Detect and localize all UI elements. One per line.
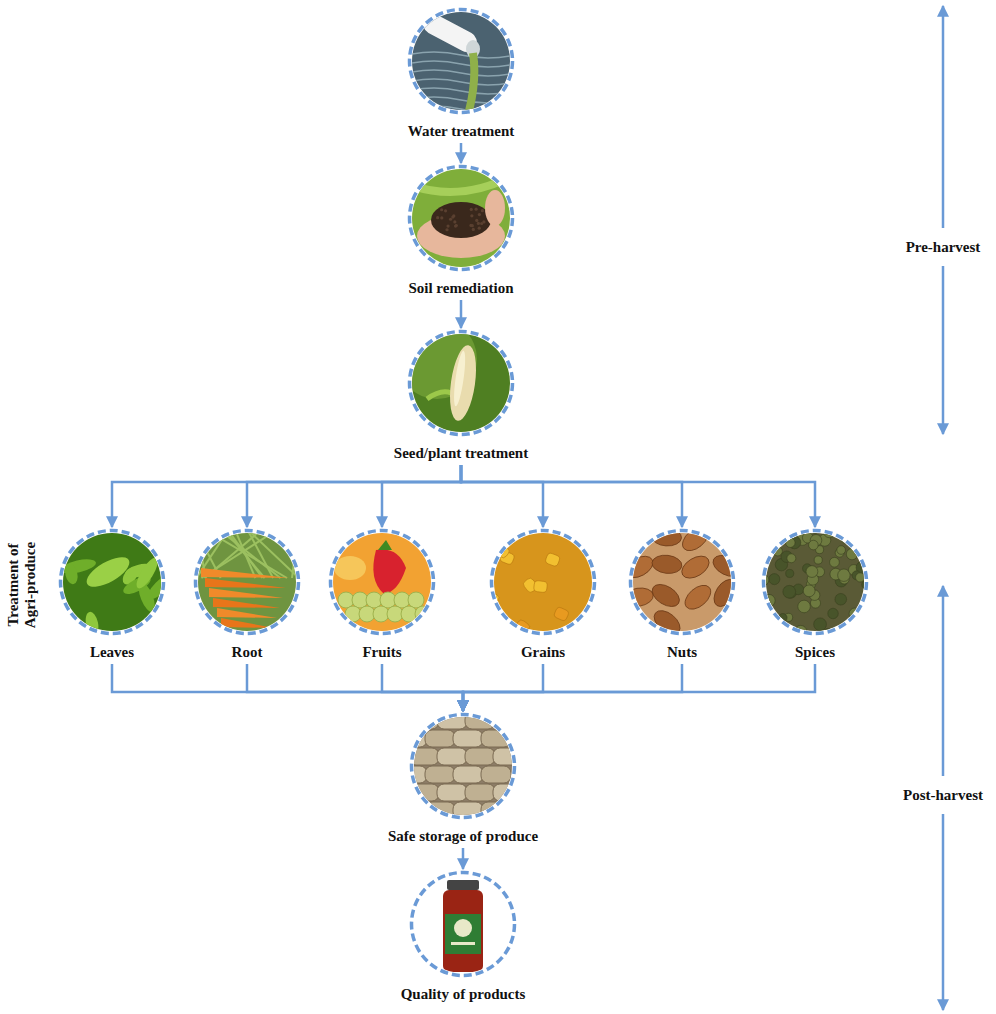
flow-connector <box>247 465 461 527</box>
post-harvest-arrow-down <box>942 814 945 1010</box>
node-illustration <box>407 7 515 115</box>
node-illustration <box>407 329 515 437</box>
pre-harvest-arrow-down <box>942 266 945 434</box>
node-label: Water treatment <box>407 123 515 140</box>
flow-connector <box>247 664 463 711</box>
phase-label: Post-harvest <box>901 785 985 806</box>
process-node: Quality of products <box>401 870 526 1003</box>
node-illustration <box>409 712 517 820</box>
process-node: Root <box>193 528 301 661</box>
pre-harvest-arrow-up <box>942 6 945 228</box>
node-illustration <box>761 528 869 636</box>
process-node: Soil remediation <box>407 164 515 297</box>
flow-connector <box>112 664 463 711</box>
flow-connector <box>460 143 463 163</box>
flow-connector <box>463 664 815 711</box>
flow-connector <box>461 465 815 527</box>
flow-connector <box>112 465 461 527</box>
node-label: Leaves <box>58 644 166 661</box>
node-illustration <box>193 528 301 636</box>
flow-connector <box>463 664 543 711</box>
node-illustration <box>489 528 597 636</box>
process-node: Spices <box>761 528 869 661</box>
process-node: Water treatment <box>407 7 515 140</box>
process-node: Safe storage of produce <box>388 712 538 845</box>
node-label: Seed/plant treatment <box>394 445 528 462</box>
process-node: Leaves <box>58 528 166 661</box>
node-label: Nuts <box>628 644 736 661</box>
node-illustration <box>328 528 436 636</box>
process-node: Seed/plant treatment <box>394 329 528 462</box>
node-label: Fruits <box>328 644 436 661</box>
node-label: Soil remediation <box>407 280 515 297</box>
flow-connector <box>461 465 682 527</box>
process-node: Fruits <box>328 528 436 661</box>
process-node: Grains <box>489 528 597 661</box>
node-label: Safe storage of produce <box>388 828 538 845</box>
phase-arrows <box>942 6 945 1010</box>
node-illustration <box>407 164 515 272</box>
node-illustration <box>628 528 736 636</box>
node-illustration <box>58 528 166 636</box>
flow-connector <box>460 300 463 328</box>
post-harvest-arrow-up <box>942 586 945 776</box>
flow-connector <box>461 465 543 527</box>
section-label: Treatment of Agri-produce <box>3 527 41 643</box>
node-label: Root <box>193 644 301 661</box>
node-illustration <box>409 870 517 978</box>
node-label: Spices <box>761 644 869 661</box>
flow-connector <box>462 848 465 869</box>
node-label: Grains <box>489 644 597 661</box>
flow-connector <box>382 465 461 527</box>
node-label: Quality of products <box>401 986 526 1003</box>
flow-connector <box>463 664 682 711</box>
phase-label: Pre-harvest <box>904 237 983 258</box>
flow-connector <box>382 664 463 711</box>
process-node: Nuts <box>628 528 736 661</box>
